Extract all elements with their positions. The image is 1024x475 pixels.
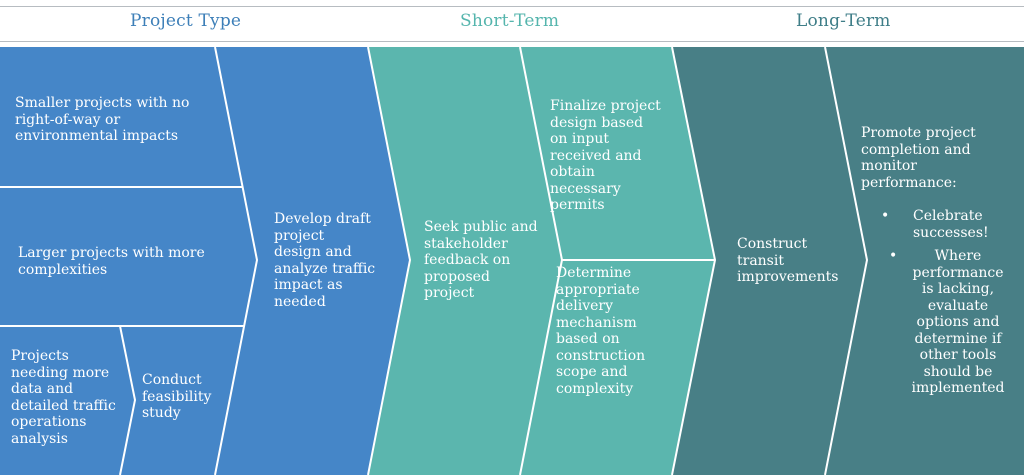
long-term-region: [672, 47, 1024, 475]
determine-delivery-text: Determine appropriate delivery mechanism…: [556, 265, 646, 397]
seek-public-text: Seek public and stakeholder feedback on …: [424, 219, 538, 301]
header-project-type: Project Type: [130, 11, 242, 31]
celebrate-successes-text: Celebrate successes!: [913, 208, 989, 241]
bullet-marker-1: •: [881, 208, 890, 224]
construct-improvements-text: Construct transit improvements: [737, 236, 839, 285]
finalize-design-text: Finalize project design based on input r…: [550, 98, 661, 213]
develop-draft-text: Develop draft project design and analyze…: [274, 211, 376, 310]
performance-lacking-text: Where performance is lacking, evaluate o…: [911, 248, 1005, 396]
larger-projects-text: Larger projects with more complexities: [18, 245, 205, 278]
bullet-marker-2: •: [889, 248, 898, 264]
header-long-term: Long-Term: [796, 11, 891, 31]
feasibility-study-text: Conduct feasibility study: [142, 372, 212, 421]
data-needs-projects-text: Projects needing more data and detailed …: [11, 348, 116, 447]
project-type-region: [0, 47, 410, 475]
header-short-term: Short-Term: [460, 11, 560, 31]
separator-column-1: [214, 46, 259, 475]
separator-blue-teal: [367, 46, 412, 475]
smaller-projects-text: Smaller projects with no right-of-way or…: [15, 95, 190, 144]
short-term-region: [368, 47, 715, 475]
separator-long-term: [824, 46, 869, 475]
header-band: [0, 6, 1024, 42]
promote-intro-text: Promote project completion and monitor p…: [861, 125, 976, 191]
separator-feasibility: [119, 325, 137, 475]
